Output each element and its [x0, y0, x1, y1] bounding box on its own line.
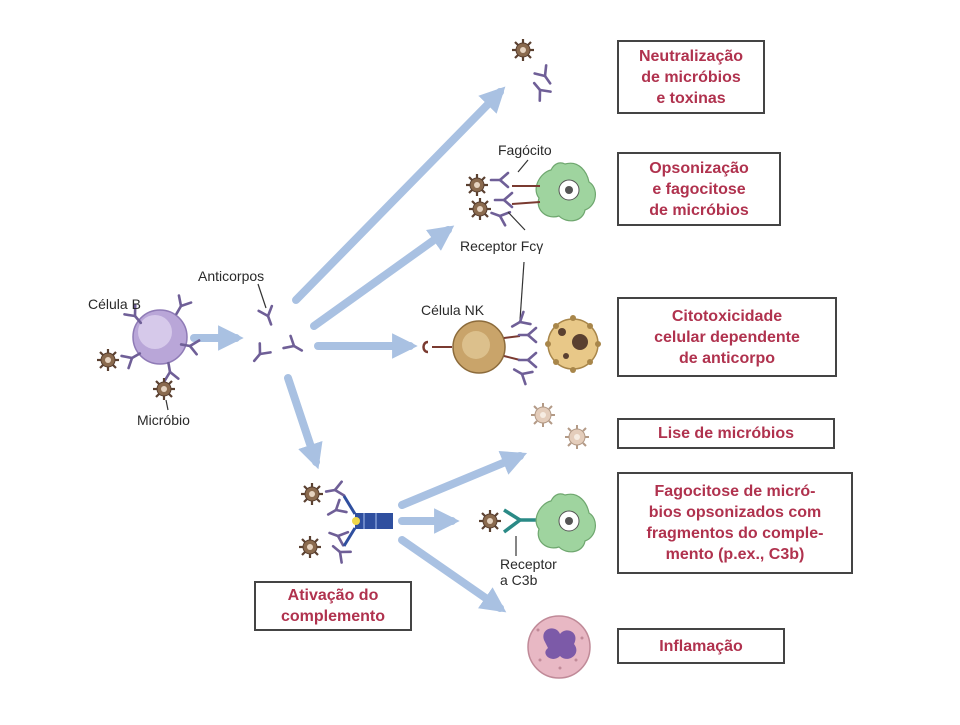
- microbe-icon: [151, 376, 177, 402]
- opsonization-cells: [464, 162, 597, 227]
- inflammation-box: Inflamação: [617, 628, 785, 664]
- inflammatory-cell: [527, 615, 591, 679]
- neutralization-cells: [510, 37, 558, 102]
- complement-complex: [297, 480, 393, 564]
- lysed-microbes: [530, 402, 590, 450]
- b-cell-label: Célula B: [88, 296, 141, 312]
- target-cell: [545, 315, 601, 373]
- antibodies-label: Anticorpos: [198, 268, 265, 284]
- neutralization-box: Neutralização de micróbios e toxinas: [617, 40, 765, 114]
- b-cell: [120, 294, 201, 383]
- lysis-box: Lise de micróbios: [617, 418, 835, 449]
- opsonization-box: Opsonização e fagocitose de micróbios: [617, 152, 781, 226]
- complement-activation-box: Ativação do complemento: [254, 581, 412, 631]
- pathway-arrows: [190, 86, 528, 613]
- complement-phagocytosis-box: Fagocitose de micró- bios opsonizados co…: [617, 472, 853, 574]
- phagocyte-label: Fagócito: [498, 142, 552, 158]
- microbe-label: Micróbio: [137, 412, 190, 428]
- antibody-group: [247, 304, 307, 367]
- c3b-receptor-label: Receptor a C3b: [500, 556, 557, 588]
- nk-cell-label: Célula NK: [421, 302, 485, 318]
- adcc-box: Citotoxicidade celular dependente de ant…: [617, 297, 837, 377]
- microbe-icon: [95, 347, 121, 373]
- nk-cell: [422, 310, 538, 386]
- fc-receptor-label: Receptor Fcγ: [460, 238, 544, 254]
- c3b-phagocytosis-cells: [477, 493, 597, 553]
